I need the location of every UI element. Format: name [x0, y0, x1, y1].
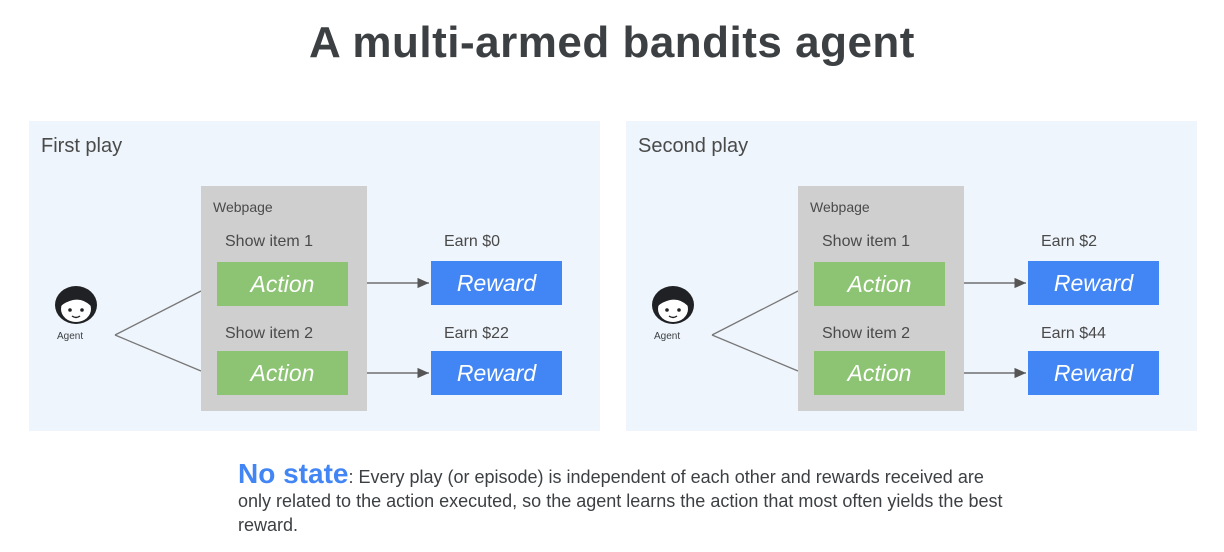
show-item-label: Show item 2: [225, 325, 314, 342]
connector-lines: [114, 277, 429, 379]
person-face-icon: [55, 286, 97, 324]
panel-title: First play: [41, 135, 123, 157]
earn-label: Earn $0: [444, 233, 501, 250]
action-box: Action: [217, 351, 348, 395]
diagram-title: A multi-armed bandits agent: [309, 18, 915, 67]
agent-to-action-1-line: [711, 290, 799, 336]
webpage-box: Webpage Show item 1 Action Show item 2 A…: [201, 186, 367, 411]
action-box: Action: [814, 351, 945, 395]
panel-first-play: First play Agent Webpage Show item 1 Act…: [29, 121, 600, 431]
earn-label: Earn $22: [444, 325, 509, 342]
connector-lines: [711, 277, 1026, 379]
caption-text: : Every play (or episode) is independent…: [238, 467, 1003, 535]
agent-to-action-1-line: [114, 290, 202, 336]
webpage-label: Webpage: [810, 199, 870, 215]
agent-label: Agent: [654, 331, 681, 342]
agent-label: Agent: [57, 331, 84, 342]
earn-label: Earn $44: [1041, 325, 1106, 342]
show-item-label: Show item 2: [822, 325, 911, 342]
show-item-label: Show item 1: [822, 233, 911, 250]
agent-to-action-2-line: [114, 334, 202, 372]
caption: No state: Every play (or episode) is ind…: [238, 460, 1018, 537]
reward-box: Reward: [431, 351, 562, 395]
reward-box: Reward: [431, 261, 562, 305]
reward-box: Reward: [1028, 351, 1159, 395]
earn-label: Earn $2: [1041, 233, 1098, 250]
person-face-icon: [652, 286, 694, 324]
caption-emphasis: No state: [238, 458, 349, 489]
show-item-label: Show item 1: [225, 233, 314, 250]
webpage-label: Webpage: [213, 199, 273, 215]
panel-title: Second play: [638, 135, 749, 157]
agent-to-action-2-line: [711, 334, 799, 372]
panel-second-play: Second play Agent Webpage Show item 1 Ac…: [626, 121, 1197, 431]
reward-box: Reward: [1028, 261, 1159, 305]
webpage-box: Webpage Show item 1 Action Show item 2 A…: [798, 186, 964, 411]
action-box: Action: [217, 262, 348, 306]
action-box: Action: [814, 262, 945, 306]
